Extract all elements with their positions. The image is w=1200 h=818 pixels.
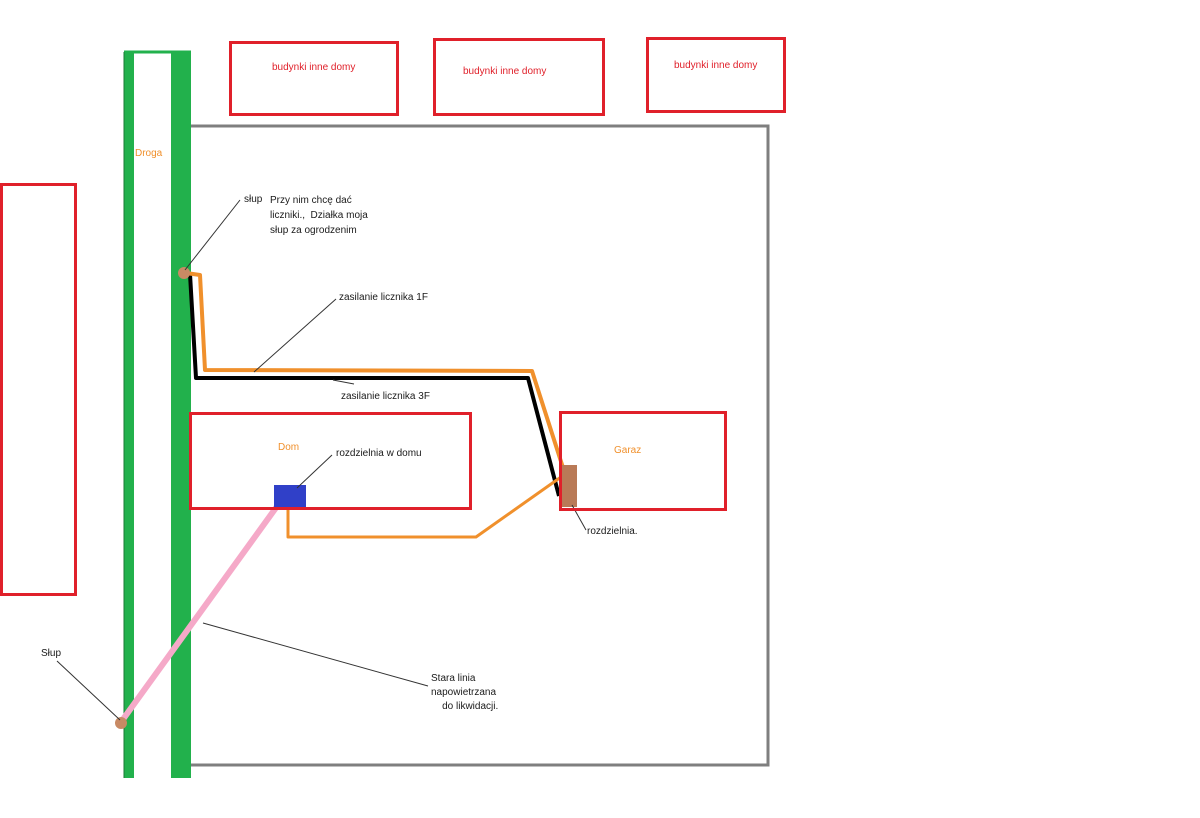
pole-bottom-label: Słup [41,648,62,659]
garage-box [559,411,727,511]
road-label: Droga [135,148,163,159]
building-label-3: budynki inne domy [674,60,758,71]
building-label-2: budynki inne domy [463,66,547,77]
cable-garage-house [286,475,562,539]
garage-panel-label: rozdzielnia. [587,526,638,537]
road-right-strip [171,52,191,778]
house-label: Dom [278,442,300,453]
pointer-feed-3f [332,379,355,385]
cable-3f [188,273,561,497]
pointer-feed-1f [253,298,337,373]
pole-top-label: słup [244,194,263,205]
plot-boundary [190,124,770,767]
garage-panel-box [559,465,577,507]
building-box-2 [433,38,605,116]
house-panel-box [274,485,306,507]
feed-1f-label: zasilanie licznika 1F [339,292,428,303]
pointer-pole-top [184,199,241,271]
feed-3f-label: zasilanie licznika 3F [341,391,430,402]
road-left-strip [124,52,134,778]
pointer-house-panel [296,454,333,489]
pole-top-note: Przy nim chcę dać liczniki., Działka moj… [270,195,368,236]
pointer-pole-bottom [56,660,121,721]
house-panel-label: rozdzielnia w domu [336,448,422,459]
cable-1f [185,271,567,475]
pointer-old-line [202,622,429,687]
building-box-3 [646,37,786,113]
building-box-left [0,183,77,596]
building-box-1 [229,41,399,116]
pole-top-marker [178,267,190,279]
old-line-label: Stara linia napowietrzana do likwidacji. [431,673,499,712]
old-overhead-line [118,495,286,725]
building-label-1: budynki inne domy [272,62,356,73]
garage-label: Garaz [614,445,642,456]
pole-bottom-marker [115,717,127,729]
house-box [189,412,472,510]
